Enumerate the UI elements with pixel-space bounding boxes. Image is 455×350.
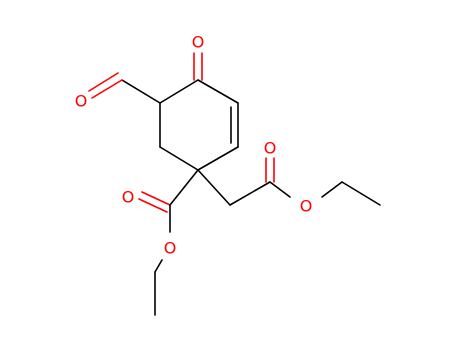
aldehyde-group: O xyxy=(75,72,161,111)
bond-left-ether-ch2 xyxy=(154,259,163,273)
bond-right-ether-ch2 xyxy=(321,181,343,198)
bond-left-carbonyl-double-b xyxy=(138,198,168,213)
bond-aldehyde-double-a xyxy=(91,79,123,99)
bond-c1-c6 xyxy=(159,146,199,171)
ketone-oxygen-label: O xyxy=(192,33,205,52)
left-ether-oxygen-label: O xyxy=(164,239,177,258)
bond-right-ethyl xyxy=(341,181,381,206)
bond-c1-ch2 xyxy=(197,169,231,206)
bond-c4-c3 xyxy=(197,79,239,104)
bond-c2-c1 xyxy=(197,146,239,171)
bond-c5-c4 xyxy=(159,79,199,104)
right-ester-group: O O xyxy=(197,139,381,216)
aldehyde-oxygen-label: O xyxy=(75,92,88,111)
bond-ch2-carbonyl xyxy=(229,181,271,206)
bond-c1-left-carbonyl xyxy=(169,169,199,206)
bond-left-carbonyl-double-a xyxy=(141,191,171,206)
ring-bonds xyxy=(159,79,239,171)
bond-aldehyde-double-b xyxy=(88,72,119,92)
right-carbonyl-oxygen-label: O xyxy=(264,139,277,158)
left-carbonyl-oxygen-label: O xyxy=(122,188,135,207)
left-ester-group: O O xyxy=(122,169,199,316)
bond-right-carbonyl-ether xyxy=(269,181,291,198)
right-ether-oxygen-label: O xyxy=(300,197,313,216)
bond-c5-aldehyde-carbon xyxy=(121,79,161,104)
ketone-carbonyl: O xyxy=(192,33,205,81)
